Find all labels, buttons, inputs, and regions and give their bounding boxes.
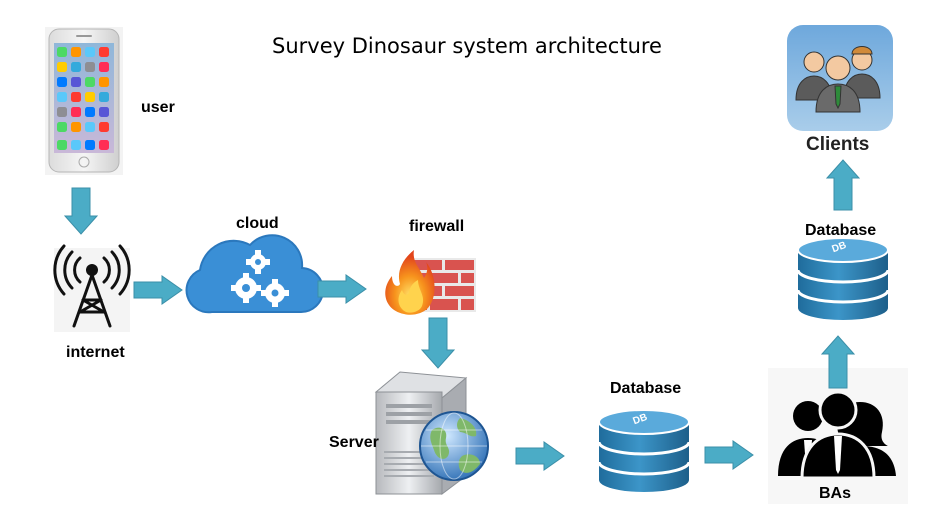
cloud-icon: [185, 234, 324, 314]
app-icon: [71, 92, 81, 102]
server-label: Server: [329, 434, 379, 451]
app-icon: [99, 92, 109, 102]
antenna-icon: [53, 244, 131, 332]
app-icon: [71, 62, 81, 72]
dock-app-icon: [99, 140, 109, 150]
database-main-label: Database: [610, 380, 682, 397]
phone-icon: [45, 27, 123, 175]
app-icon: [71, 47, 81, 57]
app-icon: [85, 92, 95, 102]
arrow-server-to-database: [515, 441, 565, 471]
app-icon: [99, 122, 109, 132]
server-icon: [374, 371, 489, 495]
app-icon: [71, 77, 81, 87]
app-icon: [57, 107, 67, 117]
app-icon: [57, 77, 67, 87]
dock-app-icon: [57, 140, 67, 150]
app-icon: [85, 77, 95, 87]
app-icon: [99, 47, 109, 57]
arrow-database-to-bas: [704, 440, 754, 470]
cloud-label: cloud: [236, 215, 279, 232]
app-icon: [85, 47, 95, 57]
app-icon: [57, 122, 67, 132]
firewall-label: firewall: [409, 218, 465, 235]
app-icon: [57, 62, 67, 72]
arrow-internet-to-cloud: [133, 275, 183, 305]
app-icon: [85, 122, 95, 132]
database-top-label: Database: [805, 222, 877, 239]
diagram-title: Survey Dinosaur system architecture: [272, 34, 662, 58]
user-label: user: [141, 99, 175, 116]
app-icon: [99, 107, 109, 117]
app-icon: [99, 77, 109, 87]
app-icon: [71, 122, 81, 132]
arrow-database-to-clients: [825, 159, 861, 211]
app-icon: [71, 107, 81, 117]
app-icon: [57, 47, 67, 57]
app-icon: [99, 62, 109, 72]
arrow-cloud-to-firewall: [317, 274, 367, 304]
clients-label: Clients: [806, 134, 870, 155]
dock-app-icon: [71, 140, 81, 150]
arrow-user-to-internet: [63, 187, 99, 235]
firewall-icon: [385, 250, 476, 315]
clients-icon: [787, 25, 893, 157]
app-icon: [85, 62, 95, 72]
bas-people-icon: [768, 368, 908, 504]
database-top-icon: [796, 237, 890, 320]
database-main-icon: [597, 409, 691, 492]
arrow-bas-to-database: [820, 335, 856, 389]
arrow-firewall-to-server: [420, 317, 456, 369]
app-icon: [57, 92, 67, 102]
bas-label: BAs: [819, 485, 852, 502]
internet-label: internet: [66, 344, 125, 361]
app-icon: [85, 107, 95, 117]
dock-app-icon: [85, 140, 95, 150]
